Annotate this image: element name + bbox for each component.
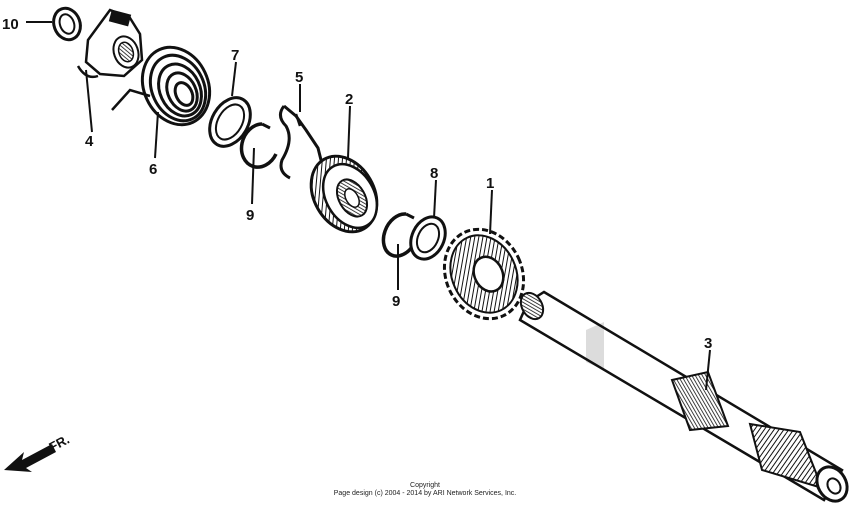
part-3-spindle[interactable] — [516, 289, 850, 507]
callout-4: 4 — [85, 133, 94, 150]
part-2-ratchet[interactable] — [298, 144, 390, 243]
part-4-collar[interactable] — [76, 8, 144, 79]
callout-3: 3 — [704, 335, 712, 352]
callout-7: 7 — [231, 47, 239, 64]
leader-lines — [26, 21, 711, 391]
callout-5: 5 — [295, 69, 303, 86]
callout-1: 1 — [486, 175, 494, 192]
callout-10: 10 — [2, 16, 19, 33]
front-direction-arrow-icon: FR. — [4, 432, 72, 472]
part-9-circlip-lower[interactable] — [381, 212, 416, 258]
callout-9-lower: 9 — [392, 293, 400, 310]
part-10-washer[interactable] — [49, 5, 84, 44]
part-1-gear[interactable] — [430, 216, 538, 331]
part-5-ratchet-spring[interactable] — [279, 104, 324, 180]
callout-9-upper: 9 — [246, 207, 254, 224]
part-9-circlip-upper[interactable] — [239, 122, 278, 169]
callout-2: 2 — [345, 91, 353, 108]
part-8-washer[interactable] — [404, 211, 452, 264]
copyright-line-1: Copyright — [410, 482, 440, 489]
callout-6: 6 — [149, 161, 157, 178]
callout-8: 8 — [430, 165, 438, 182]
part-7-washer[interactable] — [201, 90, 258, 153]
copyright-line-2: Page design (c) 2004 - 2014 by ARI Netwo… — [333, 490, 517, 497]
part-6-spring[interactable] — [111, 36, 222, 136]
